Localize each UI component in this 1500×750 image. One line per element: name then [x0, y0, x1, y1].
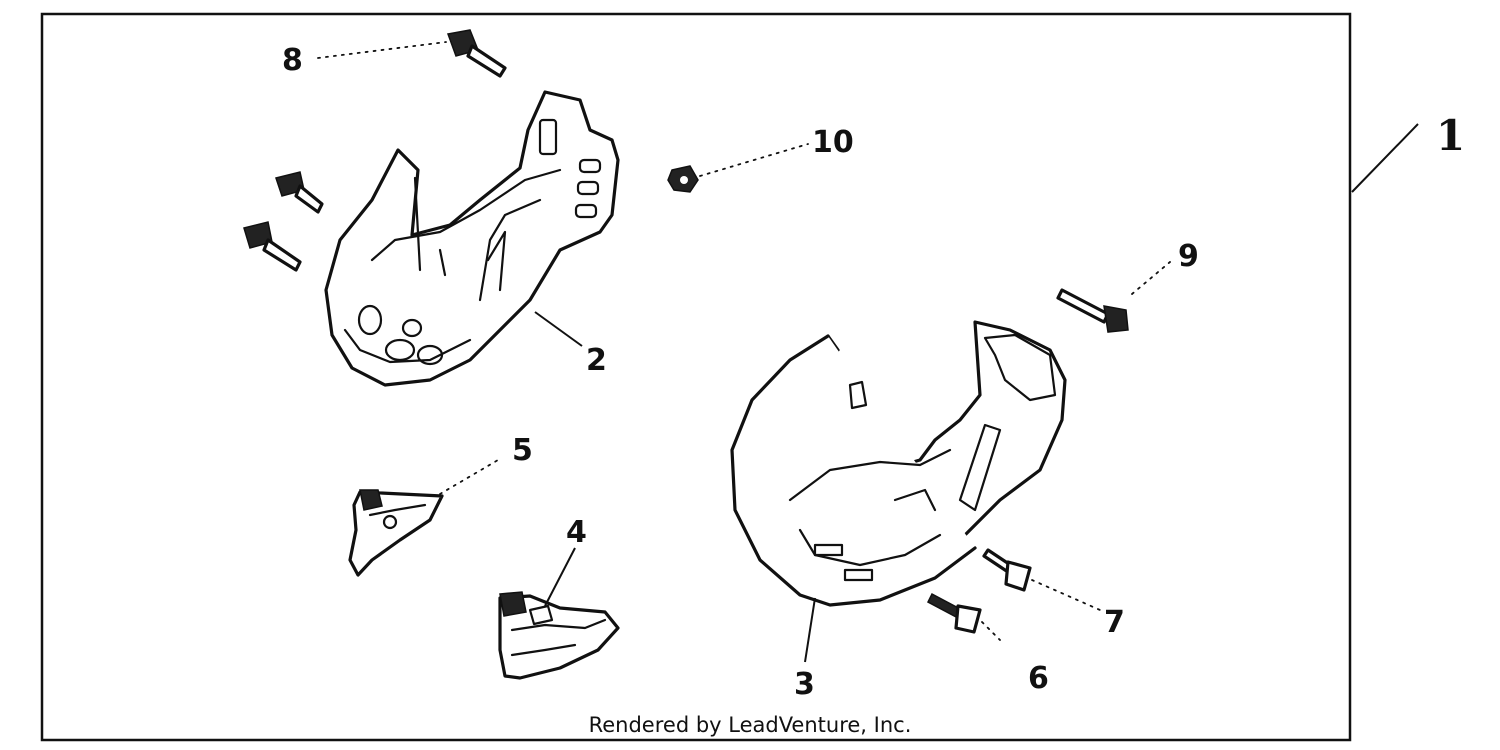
leader-3 [804, 597, 816, 663]
part-3-right-guard[interactable] [730, 320, 1067, 607]
callout-4: 4 [566, 515, 587, 550]
part-9-bolt[interactable] [1056, 288, 1129, 333]
part-8-bolt[interactable] [446, 29, 507, 78]
callout-5: 5 [512, 433, 533, 468]
diagram-frame [40, 12, 1352, 742]
leader-1 [1351, 123, 1419, 193]
leader-5 [439, 459, 499, 495]
callout-6: 6 [1028, 661, 1049, 696]
part-5-bracket[interactable] [348, 489, 444, 577]
leader-9 [1131, 261, 1171, 295]
part-2-left-guard[interactable] [324, 90, 620, 387]
callout-9: 9 [1178, 239, 1199, 274]
callout-10: 10 [812, 125, 854, 160]
callout-1: 1 [1436, 111, 1465, 160]
leader-7 [1031, 579, 1101, 611]
leader-4 [544, 547, 576, 607]
leader-8 [317, 41, 447, 59]
leader-6 [981, 621, 1001, 641]
leader-10 [699, 143, 809, 177]
part-7-bolt[interactable] [982, 548, 1032, 592]
bolt-left-lower[interactable] [243, 221, 302, 272]
part-10-nut[interactable] [667, 165, 699, 193]
part-6-bolt[interactable] [927, 592, 982, 634]
callout-2: 2 [586, 343, 607, 378]
callout-8: 8 [282, 43, 303, 78]
part-4-bracket[interactable] [498, 591, 620, 680]
credit-text: Rendered by LeadVenture, Inc. [589, 713, 912, 737]
leader-2 [534, 311, 583, 347]
callout-7: 7 [1104, 605, 1125, 640]
callout-3: 3 [794, 667, 815, 702]
bolt-left-upper[interactable] [275, 171, 324, 214]
